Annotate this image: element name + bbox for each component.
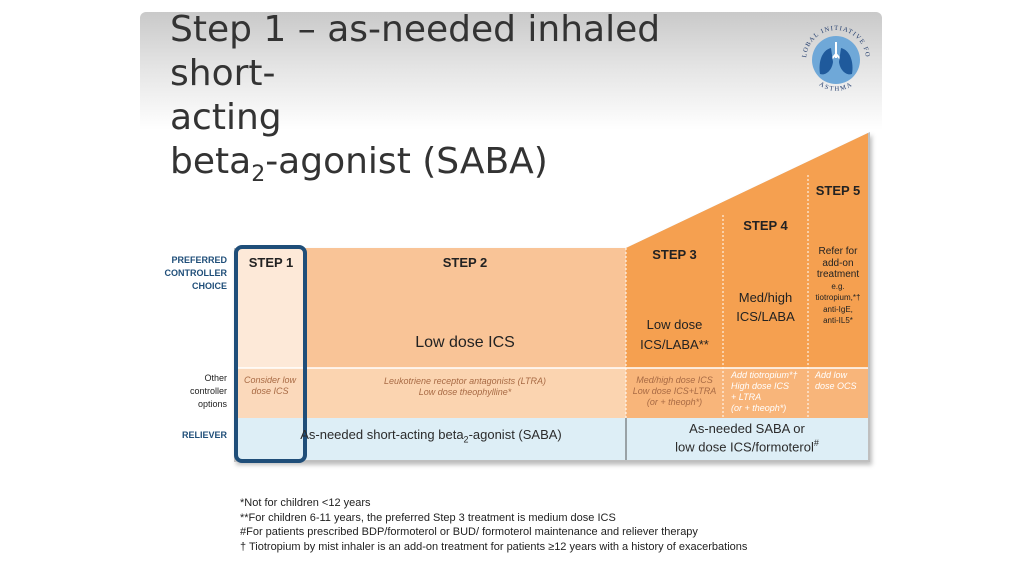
step5-label: STEP 5 [815, 183, 861, 198]
step2-label: STEP 2 [442, 255, 488, 270]
step3-label: STEP 3 [652, 247, 697, 262]
gina-logo: GLOBAL INITIATIVE FOR ASTHMA [796, 18, 870, 93]
other-options-step1 [236, 368, 304, 418]
step2-other-options: Leukotriene receptor antagonists (LTRA)L… [384, 376, 546, 397]
footnote: **For children 6-11 years, the preferred… [240, 511, 616, 524]
row-label-reliever: RELIEVER [181, 430, 227, 440]
other-options-step2 [304, 368, 626, 418]
footnotes: *Not for children <12 years **For childr… [240, 496, 840, 554]
step1-highlight-frame [234, 245, 307, 463]
step4-label: STEP 4 [743, 218, 788, 233]
other-options-step3-5 [626, 368, 868, 418]
title-header-band [140, 12, 882, 130]
step2-column [304, 248, 626, 368]
step1-label: STEP 1 [248, 255, 294, 270]
reliever-row [236, 418, 868, 460]
lungs-icon [812, 36, 860, 84]
reliever-saba: As-needed short-acting beta2-agonist (SA… [300, 427, 562, 445]
step2-preferred: Low dose ICS [415, 334, 515, 351]
step1-column [236, 248, 304, 368]
step4-other-options: Add tiotropium*†High dose ICS+ LTRA(or +… [731, 370, 798, 413]
footnote: *Not for children <12 years [240, 497, 371, 509]
footnote: † Tiotropium by mist inhaler is an add-o… [240, 540, 748, 553]
footnote: #For patients prescribed BDP/formoterol … [240, 526, 698, 538]
